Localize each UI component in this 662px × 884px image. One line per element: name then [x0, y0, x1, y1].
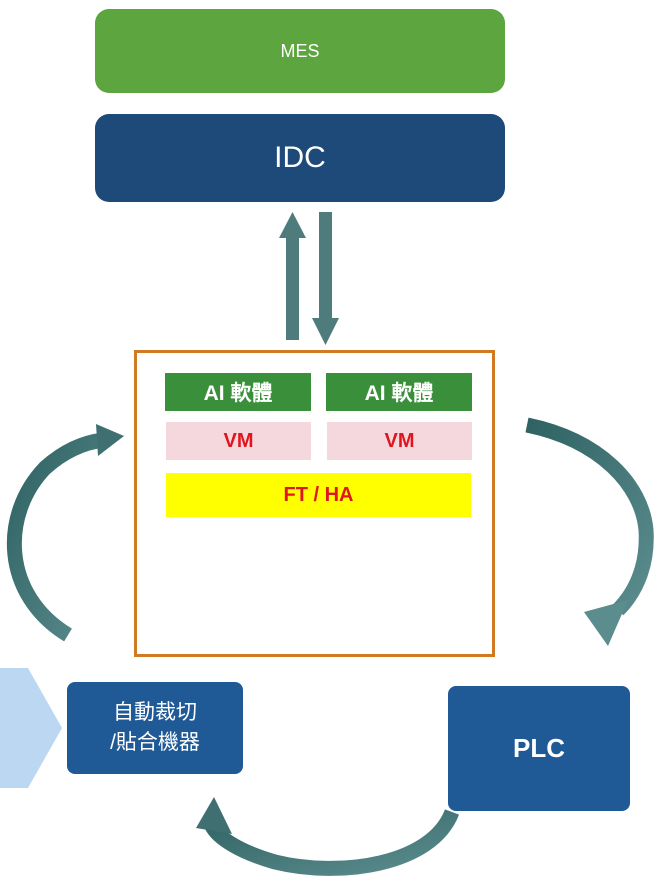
- right-cycle-arrow-icon: [525, 417, 654, 646]
- callout-arrow-shape: [0, 668, 62, 788]
- ai-software-right: AI 軟體: [326, 373, 472, 411]
- vm-right: VM: [327, 422, 472, 460]
- down-arrow-icon: [312, 212, 339, 345]
- ai-software-left: AI 軟體: [165, 373, 311, 411]
- ft-ha-bar: FT / HA: [166, 473, 471, 517]
- idc-box: IDC: [95, 114, 505, 202]
- left-cycle-arrow-icon: [6, 424, 124, 642]
- machine-box: 自動裁切 /貼合機器: [67, 682, 243, 774]
- ai-software-left-label: AI 軟體: [203, 382, 273, 405]
- machine-label-line1: 自動裁切: [113, 700, 197, 724]
- plc-label: PLC: [513, 733, 565, 763]
- plc-box: PLC: [448, 686, 630, 811]
- machine-label: 自動裁切 /貼合機器: [110, 698, 200, 759]
- mes-label: MES: [280, 40, 320, 61]
- machine-label-line2: /貼合機器: [110, 731, 200, 754]
- idc-label: IDC: [274, 141, 326, 174]
- ai-software-right-label: AI 軟體: [364, 382, 434, 405]
- bottom-cycle-arrow-icon: [196, 797, 460, 876]
- ft-ha-label: FT / HA: [283, 483, 354, 506]
- vm-left-label: VM: [223, 429, 254, 452]
- mes-box: MES: [95, 9, 505, 93]
- up-arrow-icon: [279, 212, 306, 340]
- vm-right-label: VM: [384, 429, 415, 452]
- vm-left: VM: [166, 422, 311, 460]
